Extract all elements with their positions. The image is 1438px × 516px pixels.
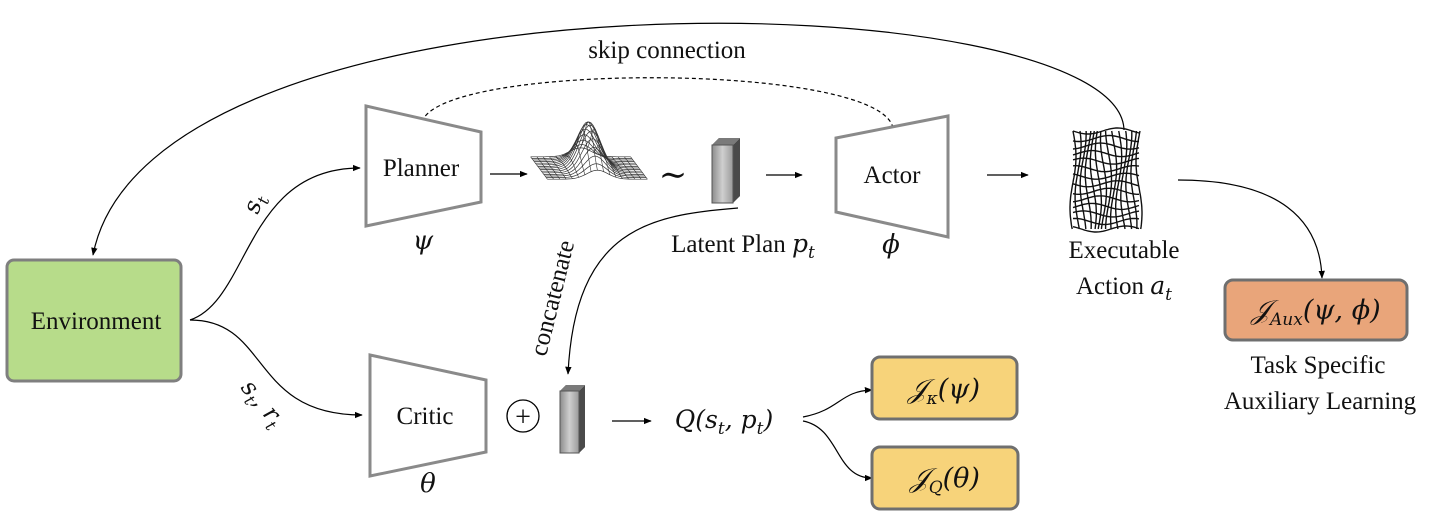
- aux-caption-line2: Auxiliary Learning: [1224, 388, 1417, 415]
- critic-param: θ: [420, 469, 436, 499]
- skip-connection-line: [421, 77, 894, 129]
- q-to-jkappa-arrow: [802, 387, 873, 418]
- actor-block: [834, 114, 950, 239]
- skip-connection-label: skip connection: [588, 37, 746, 64]
- latent-plan-label: Latent Plan pt: [671, 229, 815, 263]
- concatenate-arrow: [565, 207, 739, 375]
- j-kappa-box: [870, 355, 1019, 421]
- state-edge-label: st: [237, 190, 273, 218]
- environment-label: Environment: [31, 308, 162, 335]
- action-mesh-icon: [1069, 127, 1143, 233]
- concatenate-label: concatenate: [525, 238, 580, 359]
- q-value-label: Q(st, pt): [675, 405, 773, 439]
- planner-param: ψ: [413, 226, 434, 256]
- action-label: Action at: [1076, 271, 1172, 305]
- j-aux-label: 𝒥Aux(ψ, ϕ): [1249, 295, 1380, 330]
- j-q-label: 𝒥Q(θ): [908, 463, 980, 498]
- concat-vector-icon: [559, 385, 585, 454]
- aux-caption-line1: Task Specific: [1250, 352, 1385, 379]
- q-to-jq-arrow: [802, 420, 873, 482]
- env-to-critic-arrow: [189, 319, 363, 419]
- state-reward-edge-label: st, rt: [232, 374, 290, 435]
- feedback-arrow: [91, 22, 1125, 256]
- oplus-icon: +: [506, 399, 540, 433]
- executable-label: Executable: [1068, 237, 1179, 264]
- gaussian-distribution-icon: [530, 121, 648, 180]
- actor-label: Actor: [864, 162, 922, 189]
- planner-label: Planner: [383, 155, 460, 182]
- j-aux-box: [1223, 278, 1409, 342]
- action-to-aux-arrow: [1177, 179, 1325, 279]
- env-to-planner-arrow: [189, 164, 361, 321]
- actor-param: ϕ: [882, 230, 900, 260]
- sampling-tilde: ∼: [659, 157, 688, 194]
- latent-vector-icon: [711, 138, 740, 204]
- critic-block: [368, 353, 488, 478]
- critic-label: Critic: [397, 403, 454, 430]
- svg-text:+: +: [515, 402, 531, 433]
- planner-block: [364, 104, 483, 228]
- j-q-box: [870, 445, 1020, 511]
- environment-box: [5, 258, 183, 383]
- j-kappa-label: 𝒥κ(ψ): [906, 374, 980, 409]
